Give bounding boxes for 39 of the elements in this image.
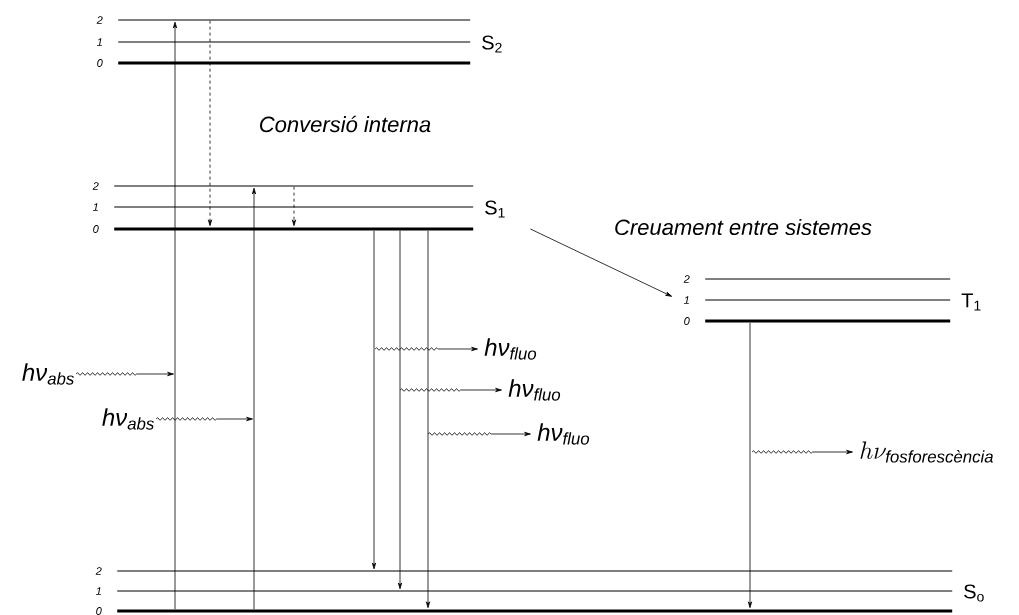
level-number: 1 [96, 587, 101, 595]
level-number: 1 [97, 38, 102, 46]
photon-arrow [75, 371, 174, 377]
transition-arrow [251, 187, 257, 610]
photon-label: $h\nu_{\mathit{fosforescència}}$ [860, 441, 993, 463]
level-number: 0 [684, 317, 690, 325]
photon-arrow [427, 431, 531, 437]
photon-arrow [374, 346, 478, 352]
transition-arrow [747, 322, 753, 609]
transition-arrow [425, 230, 431, 609]
transition-arrow [371, 230, 377, 570]
transition-arrow [291, 186, 297, 227]
level-number: 0 [93, 225, 99, 233]
photon-arrow [751, 449, 853, 455]
level-number: 2 [95, 567, 102, 575]
state-label: S$_{2}$ [482, 35, 502, 53]
process-label: Conversió interna [260, 115, 431, 133]
photon-label: hν$_{abs}$ [22, 363, 74, 385]
state-label: T$_{1}$ [961, 293, 981, 311]
level-number: 0 [97, 59, 103, 67]
state-label: S$_{o}$ [964, 584, 984, 602]
transition-arrow [397, 230, 403, 590]
transition-arrow [207, 20, 213, 227]
photon-label: hν$_{fluo}$ [508, 379, 561, 401]
edge-label: Creuament entre sistemes [613, 217, 873, 237]
level-number: 1 [683, 296, 689, 304]
photon-arrow [155, 416, 253, 422]
level-number: 1 [93, 203, 98, 211]
transition-arrow [530, 228, 673, 297]
level-number: 2 [683, 275, 690, 283]
photon-label: hν$_{fluo}$ [484, 338, 537, 360]
state-label: S$_{1}$ [485, 200, 505, 218]
photon-label: hν$_{abs}$ [102, 408, 154, 430]
level-number: 2 [96, 16, 103, 24]
photon-label: hν$_{fluo}$ [537, 423, 590, 445]
level-number: 2 [92, 182, 99, 190]
photon-arrow [399, 387, 502, 393]
level-number: 0 [96, 607, 102, 615]
transition-arrow [172, 21, 178, 610]
